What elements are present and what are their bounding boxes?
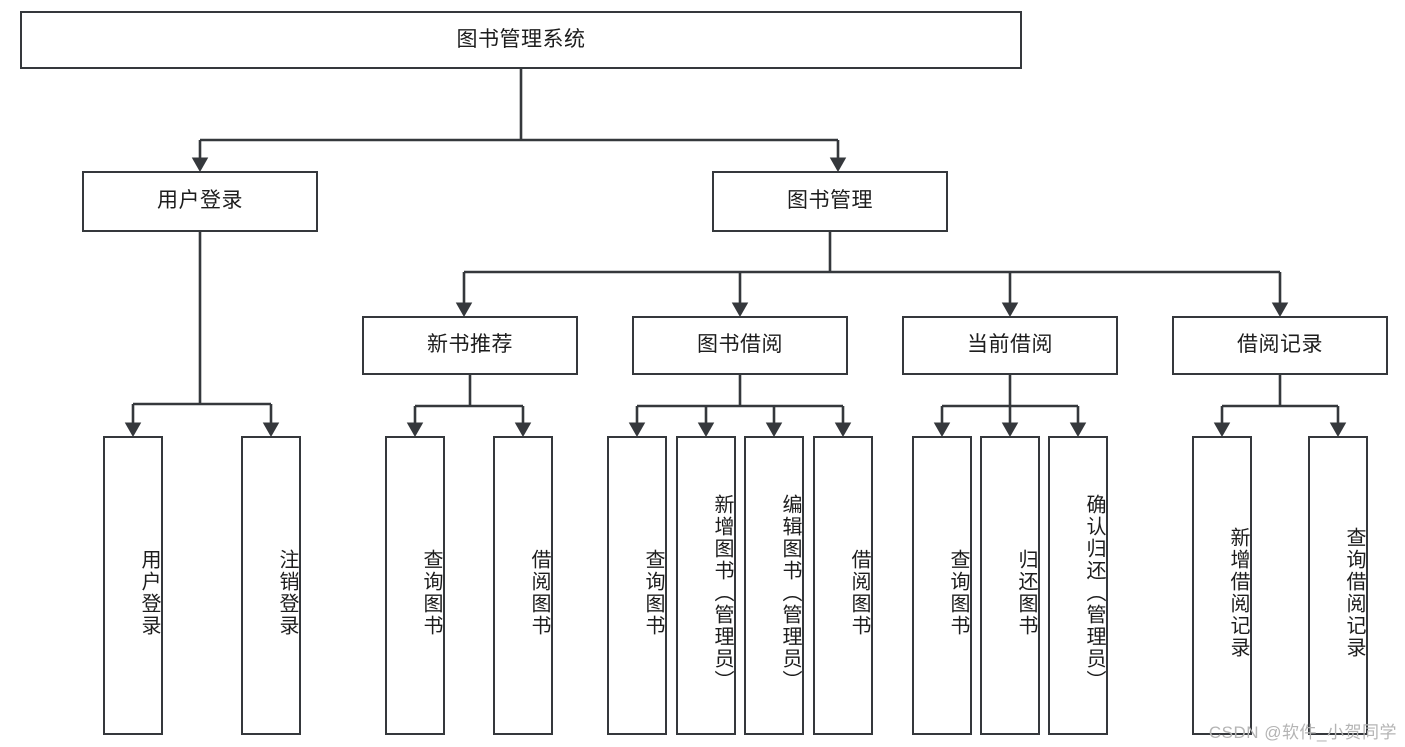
leaf-recommend-query-book-label: 查询图书 <box>420 548 442 637</box>
node-root-label: 图书管理系统 <box>456 27 586 51</box>
node-user-login[interactable]: 用户登录 <box>82 171 318 232</box>
node-new-book-recommend-label: 新书推荐 <box>427 333 513 357</box>
node-book-manage[interactable]: 图书管理 <box>712 171 948 232</box>
csdn-watermark: CSDN @软件_小贺同学 <box>1208 723 1397 742</box>
leaf-current-query-book[interactable]: 查询图书 <box>912 436 972 735</box>
node-borrow-record[interactable]: 借阅记录 <box>1172 316 1388 375</box>
leaf-record-query[interactable]: 查询借阅记录 <box>1308 436 1368 735</box>
leaf-user-login-label: 用户登录 <box>138 548 160 637</box>
leaf-borrow-query-book-label: 查询图书 <box>642 548 664 637</box>
node-current-borrow[interactable]: 当前借阅 <box>902 316 1118 375</box>
node-user-login-label: 用户登录 <box>157 189 243 213</box>
node-current-borrow-label: 当前借阅 <box>967 333 1053 357</box>
leaf-recommend-query-book[interactable]: 查询图书 <box>385 436 445 735</box>
leaf-record-add[interactable]: 新增借阅记录 <box>1192 436 1252 735</box>
leaf-logout-label: 注销登录 <box>276 548 298 637</box>
leaf-current-confirm-return[interactable]: 确认归还（管理员） <box>1048 436 1108 735</box>
leaf-logout[interactable]: 注销登录 <box>241 436 301 735</box>
leaf-current-return-book[interactable]: 归还图书 <box>980 436 1040 735</box>
leaf-borrow-borrow-book[interactable]: 借阅图书 <box>813 436 873 735</box>
leaf-borrow-add-book[interactable]: 新增图书（管理员） <box>676 436 736 735</box>
leaf-current-confirm-return-label: 确认归还（管理员） <box>1083 493 1105 692</box>
node-new-book-recommend[interactable]: 新书推荐 <box>362 316 578 375</box>
leaf-user-login[interactable]: 用户登录 <box>103 436 163 735</box>
leaf-recommend-borrow-book-label: 借阅图书 <box>528 548 550 637</box>
leaf-current-return-book-label: 归还图书 <box>1015 548 1037 637</box>
node-book-borrow[interactable]: 图书借阅 <box>632 316 848 375</box>
leaf-borrow-borrow-book-label: 借阅图书 <box>848 548 870 637</box>
leaf-record-query-label: 查询借阅记录 <box>1343 526 1365 659</box>
leaf-borrow-query-book[interactable]: 查询图书 <box>607 436 667 735</box>
node-book-borrow-label: 图书借阅 <box>697 333 783 357</box>
leaf-borrow-add-book-label: 新增图书（管理员） <box>711 493 733 692</box>
leaf-borrow-edit-book-label: 编辑图书（管理员） <box>779 493 801 692</box>
node-book-manage-label: 图书管理 <box>787 189 873 213</box>
leaf-current-query-book-label: 查询图书 <box>947 548 969 637</box>
leaf-borrow-edit-book[interactable]: 编辑图书（管理员） <box>744 436 804 735</box>
leaf-recommend-borrow-book[interactable]: 借阅图书 <box>493 436 553 735</box>
node-root[interactable]: 图书管理系统 <box>20 11 1022 69</box>
leaf-record-add-label: 新增借阅记录 <box>1227 526 1249 659</box>
node-borrow-record-label: 借阅记录 <box>1237 333 1323 357</box>
